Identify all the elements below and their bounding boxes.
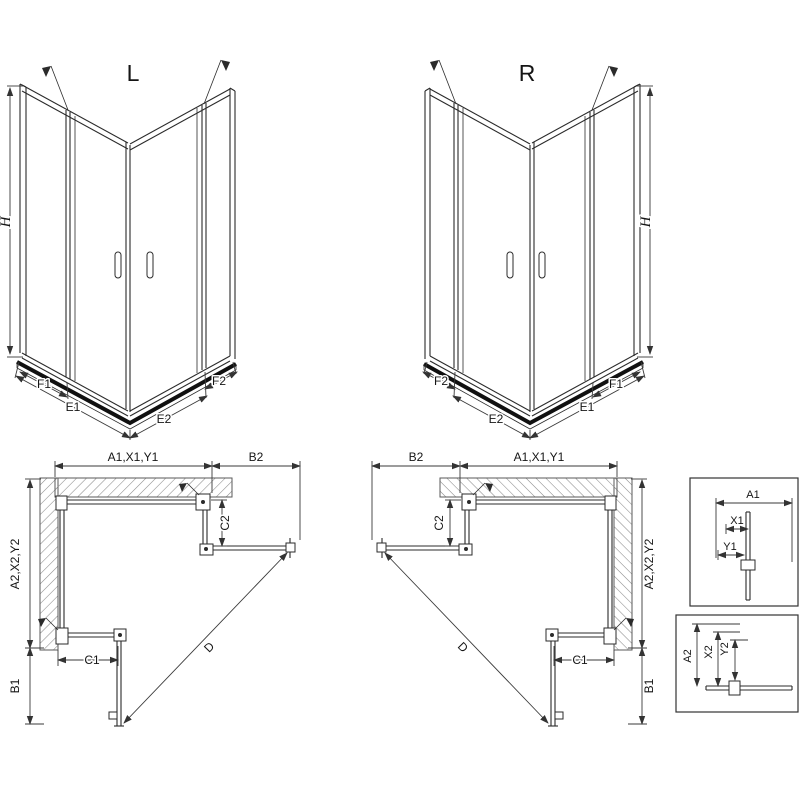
detail-lower-box: A2 X2 Y2 (675, 614, 799, 713)
dim-label-e1-left: E1 (66, 400, 81, 414)
plan-right-d-dim: D (455, 639, 471, 655)
iso-left-view: L H F1 E1 E2 F2 (0, 60, 237, 440)
dim-label-e1-right: E1 (580, 400, 595, 414)
plan-right-c1-dim: C1 (572, 653, 588, 667)
height-dim-label-right: H (638, 215, 654, 228)
plan-left-geometry (25, 461, 300, 726)
detail-upper-box: A1 X1 Y1 (689, 477, 799, 607)
plan-right-geometry (372, 461, 647, 726)
dim-label-e2-left: E2 (157, 412, 172, 426)
plan-left-view: A1,X1,Y1 B2 C2 A2,X2,Y2 C1 B1 D (7, 449, 300, 726)
plan-left-side-dim: A2,X2,Y2 (8, 538, 22, 589)
detail-upper-y1-label: Y1 (723, 541, 736, 553)
detail-lower-a2-label: A2 (682, 649, 694, 662)
detail-upper-a1-label: A1 (746, 489, 759, 501)
plan-right-view: B2 A1,X1,Y1 C2 A2,X2,Y2 C1 B1 D (372, 449, 658, 726)
plan-left-b1-dim: B1 (8, 678, 22, 693)
plan-left-b2-dim: B2 (249, 450, 264, 464)
detail-lower-x2-label: X2 (703, 645, 715, 658)
plan-left-d-dim: D (201, 639, 217, 655)
variant-label-left: L (127, 60, 140, 86)
plan-left-c1-dim: C1 (84, 653, 100, 667)
dim-label-e2-right: E2 (489, 412, 504, 426)
dim-label-f1-left: F1 (37, 377, 51, 391)
detail-lower-y2-label: Y2 (719, 642, 731, 655)
detail-upper-x1-label: X1 (730, 515, 743, 527)
plan-right-c2-dim: C2 (432, 515, 446, 531)
plan-left-top-dim: A1,X1,Y1 (108, 450, 159, 464)
plan-left-c2-dim: C2 (218, 515, 232, 531)
plan-right-b2-dim: B2 (409, 450, 424, 464)
height-dim-label-left: H (0, 215, 14, 228)
dim-label-f2-left: F2 (212, 374, 226, 388)
plan-right-side-dim: A2,X2,Y2 (642, 538, 656, 589)
plan-right-top-dim: A1,X1,Y1 (514, 450, 565, 464)
iso-right-view: R H F2 E2 E1 F1 (423, 60, 656, 440)
dim-label-f2-right: F2 (434, 374, 448, 388)
variant-label-right: R (519, 60, 536, 86)
plan-right-b1-dim: B1 (642, 678, 656, 693)
dim-label-f1-right: F1 (609, 377, 623, 391)
